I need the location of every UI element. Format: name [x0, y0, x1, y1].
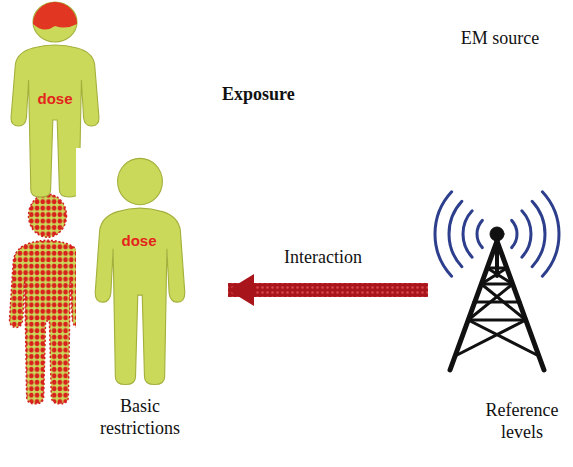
- em-source: EM sourceReference levels: [428, 26, 569, 450]
- caption-label: EM source: [436, 28, 564, 50]
- tower-symbol: [428, 26, 569, 450]
- interaction-arrow: [228, 283, 428, 297]
- exposed-figure: [10, 194, 86, 404]
- caption-label: Basic restrictions: [84, 396, 196, 439]
- edge-label: Interaction: [281, 247, 365, 268]
- human-figure: doseBasic restrictions: [76, 148, 202, 446]
- caption-label: Reference levels: [479, 400, 565, 443]
- title: Exposure: [222, 84, 295, 105]
- dose-label: dose: [76, 232, 202, 250]
- dose-label: dose: [0, 90, 110, 108]
